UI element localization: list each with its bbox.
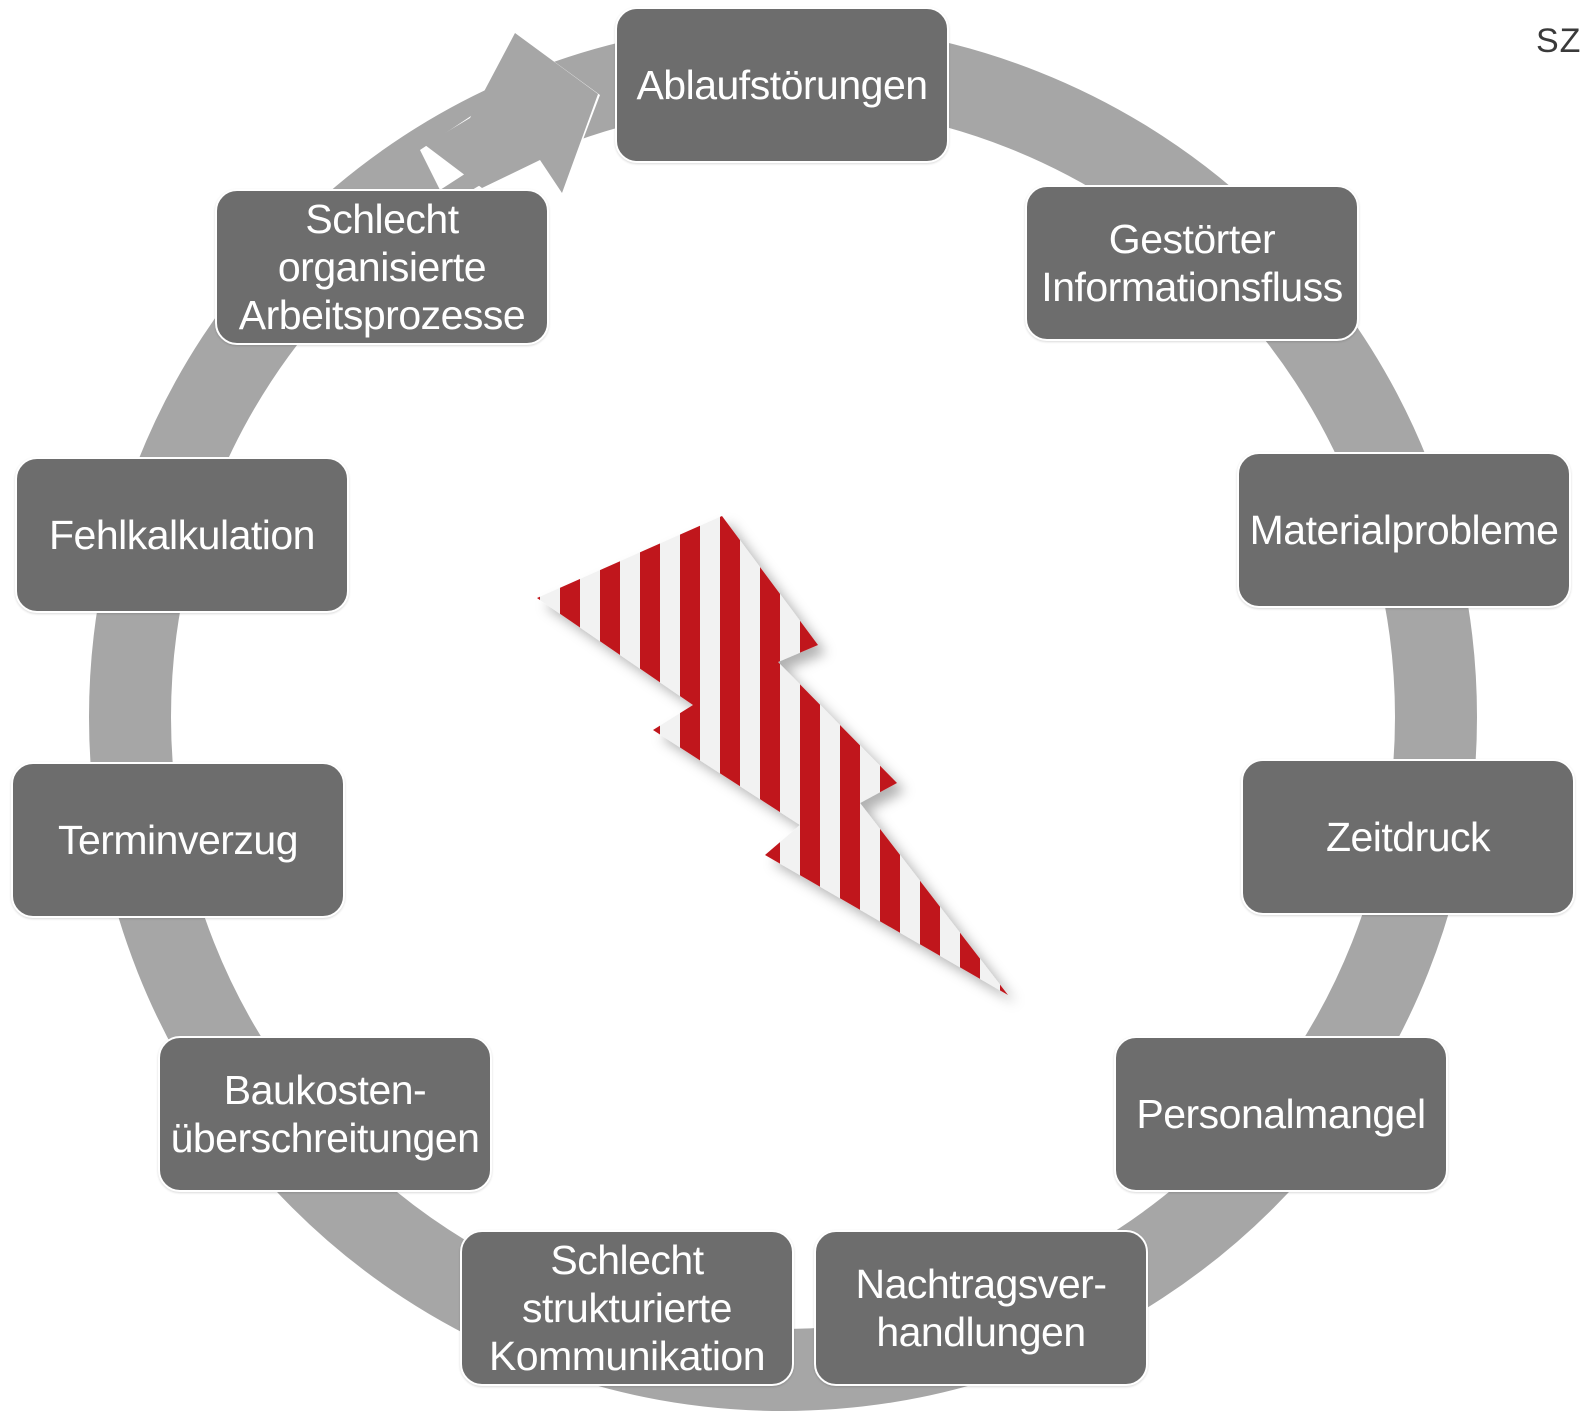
cycle-arrowhead (420, 33, 600, 195)
node-label: Ablaufstörungen (636, 62, 928, 108)
node-gestoerter-informationsfluss: Gestörter Informationsfluss (1025, 185, 1359, 341)
node-terminverzug: Terminverzug (11, 762, 345, 918)
node-schlecht-strukturierte-kommunikation: Schlecht strukturierte Kommunikation (460, 1230, 794, 1386)
node-label: Nachtragsver- handlungen (855, 1261, 1107, 1355)
node-nachtragsverhandlungen: Nachtragsver- handlungen (814, 1230, 1148, 1386)
lightning-bolt-icon (537, 516, 1008, 995)
node-label: Zeitdruck (1325, 814, 1491, 860)
node-materialprobleme: Materialprobleme (1237, 452, 1571, 608)
node-ablaufstoerungen: Ablaufstörungen (615, 7, 949, 163)
node-personalmangel: Personalmangel (1114, 1036, 1448, 1192)
node-label: Schlecht strukturierte Kommunikation (488, 1237, 766, 1379)
node-fehlkalkulation: Fehlkalkulation (15, 457, 349, 613)
node-label: Fehlkalkulation (49, 512, 316, 558)
node-zeitdruck: Zeitdruck (1241, 759, 1575, 915)
node-label: Schlecht organisierte Arbeitsprozesse (238, 196, 526, 338)
node-label: Materialprobleme (1249, 507, 1559, 553)
corner-logo-text: SZ (1536, 22, 1581, 60)
node-schlecht-organisierte-arbeitsprozesse: Schlecht organisierte Arbeitsprozesse (215, 189, 549, 345)
node-baukostenueberschreitungen: Baukosten- überschreitungen (158, 1036, 492, 1192)
node-label: Terminverzug (57, 817, 299, 863)
node-label: Baukosten- überschreitungen (170, 1067, 480, 1161)
node-label: Personalmangel (1136, 1091, 1426, 1137)
node-label: Gestörter Informationsfluss (1041, 216, 1343, 310)
